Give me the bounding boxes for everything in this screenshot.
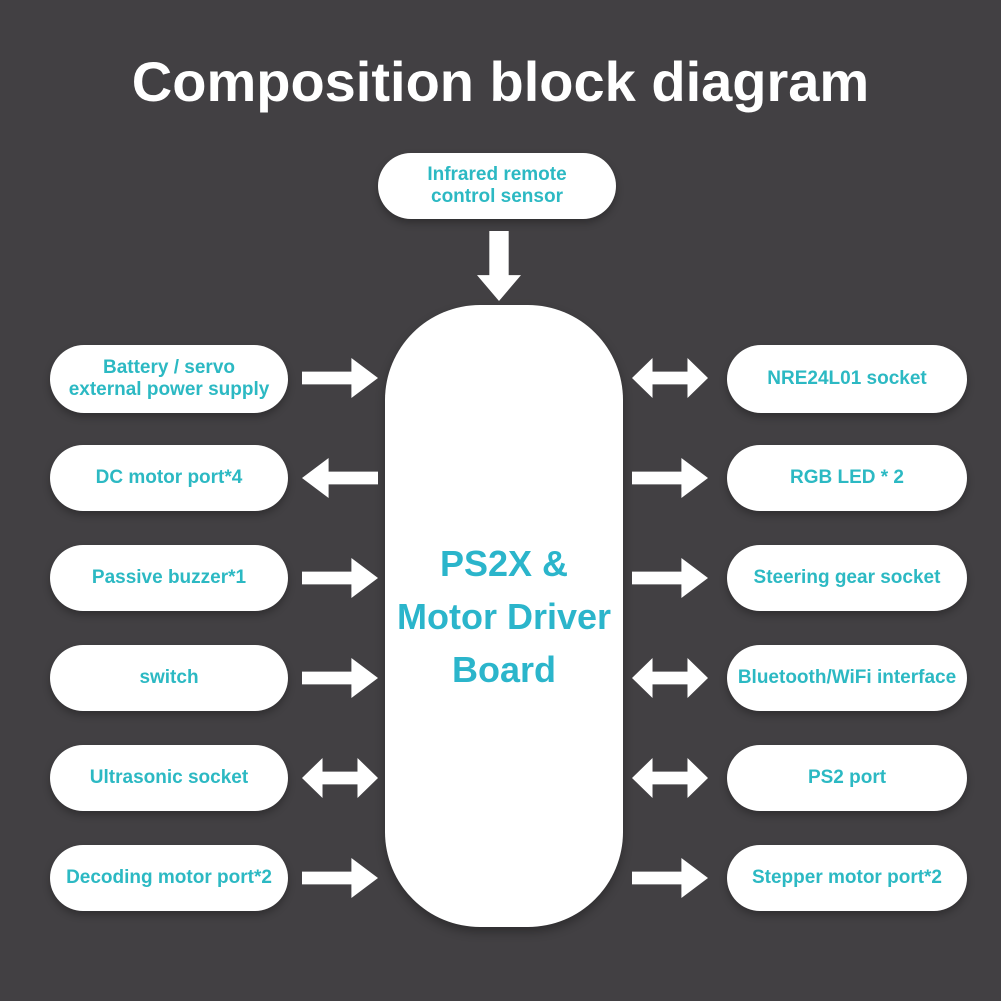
node-label: PS2 port (807, 767, 887, 788)
node-stepper-motor-port: Stepper motor port*2 (727, 845, 967, 911)
board-label-line3: Board (451, 648, 556, 690)
arrow-board-to-rgb-led (632, 458, 708, 498)
node-label: Steering gear socket (753, 567, 941, 588)
node-steering-gear-socket: Steering gear socket (727, 545, 967, 611)
node-label: Decoding motor port*2 (66, 867, 272, 888)
arrow-decoding-to-board (302, 858, 378, 898)
node-label: Battery / servo external power supply (68, 357, 270, 400)
node-dc-motor-port: DC motor port*4 (50, 445, 288, 511)
node-decoding-motor-port: Decoding motor port*2 (50, 845, 288, 911)
arrow-board-ps2-bidirectional (632, 758, 708, 798)
arrow-switch-to-board (302, 658, 378, 698)
node-ps2-port: PS2 port (727, 745, 967, 811)
arrow-infrared-to-board (477, 231, 521, 301)
board-label-line2: Motor Driver (396, 595, 612, 637)
node-label: switch (139, 667, 199, 688)
node-ps2x-motor-driver-board: PS2X & Motor Driver Board (385, 305, 623, 927)
arrow-board-bluetooth-bidirectional (632, 658, 708, 698)
node-label: DC motor port*4 (95, 467, 243, 488)
node-bluetooth-wifi-interface: Bluetooth/WiFi interface (727, 645, 967, 711)
node-label: RGB LED * 2 (789, 467, 905, 488)
board-label-line1: PS2X & (439, 542, 569, 584)
arrow-board-nre24l01-bidirectional (632, 358, 708, 398)
node-label: Infrared remote control sensor (427, 164, 567, 207)
node-label: Ultrasonic socket (89, 767, 249, 788)
node-label: Stepper motor port*2 (751, 867, 943, 888)
arrow-ultrasonic-board-bidirectional (302, 758, 378, 798)
board-label: PS2X & Motor Driver Board (397, 537, 611, 696)
node-label: NRE24L01 socket (767, 368, 927, 389)
arrow-board-to-dc-motor (302, 458, 378, 498)
node-passive-buzzer: Passive buzzer*1 (50, 545, 288, 611)
node-switch: switch (50, 645, 288, 711)
page-title: Composition block diagram (131, 50, 870, 113)
node-rgb-led: RGB LED * 2 (727, 445, 967, 511)
arrow-battery-to-board (302, 358, 378, 398)
arrow-buzzer-to-board (302, 558, 378, 598)
node-battery-servo-supply: Battery / servo external power supply (50, 345, 288, 413)
node-ultrasonic-socket: Ultrasonic socket (50, 745, 288, 811)
node-label: Passive buzzer*1 (91, 567, 247, 588)
node-infrared-remote-control-sensor: Infrared remote control sensor (378, 153, 616, 219)
arrow-board-to-steering-gear (632, 558, 708, 598)
node-label: Bluetooth/WiFi interface (737, 667, 957, 688)
arrow-board-to-stepper (632, 858, 708, 898)
node-nre24l01-socket: NRE24L01 socket (727, 345, 967, 413)
